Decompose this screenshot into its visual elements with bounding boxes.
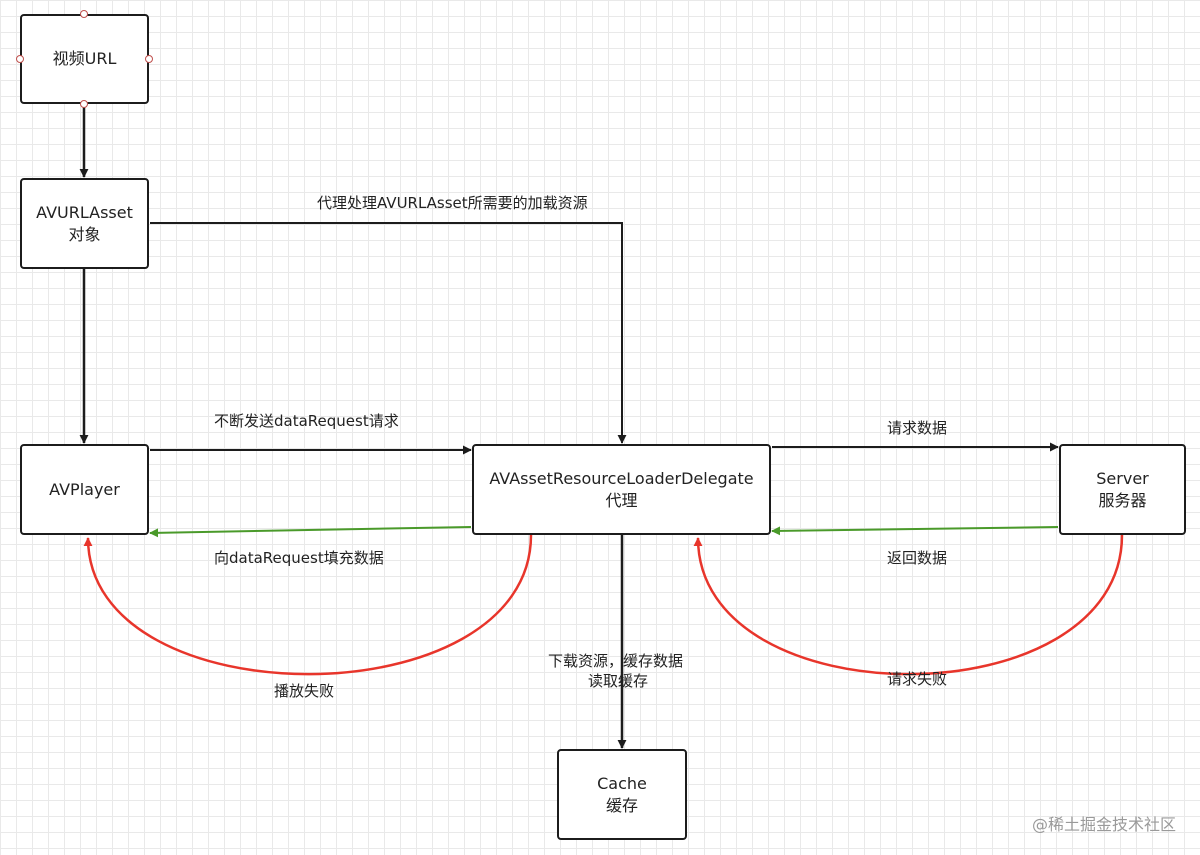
edge-label-server-to-delegate-fail: 请求失败: [887, 670, 948, 688]
node-cache[interactable]: Cache 缓存: [557, 749, 687, 840]
connection-handle-right[interactable]: [145, 55, 153, 63]
edge-label-delegate-to-cache-line2: 读取缓存: [588, 672, 649, 690]
node-avplayer-label: AVPlayer: [49, 479, 120, 499]
node-server[interactable]: Server 服务器: [1059, 444, 1186, 535]
edge-label-delegate-to-player: 向dataRequest填充数据: [214, 549, 384, 567]
node-delegate-label-line2: 代理: [605, 490, 638, 510]
connection-handle-bottom[interactable]: [80, 100, 88, 108]
edge-server-to-delegate: [771, 526, 1059, 536]
node-avurlasset-label-line1: AVURLAsset: [36, 202, 133, 222]
edge-label-player-to-delegate: 不断发送dataRequest请求: [214, 412, 399, 430]
node-video-url-label: 视频URL: [52, 49, 117, 68]
edge-label-server-to-delegate: 返回数据: [887, 549, 948, 567]
node-resource-loader-delegate[interactable]: AVAssetResourceLoaderDelegate 代理: [472, 444, 771, 535]
node-server-label-line1: Server: [1096, 468, 1149, 488]
edge-label-delegate-to-player-fail: 播放失败: [274, 682, 335, 700]
connection-handle-left[interactable]: [16, 55, 24, 63]
node-cache-label-line2: 缓存: [605, 795, 638, 815]
node-avplayer[interactable]: AVPlayer: [20, 444, 149, 535]
node-video-url[interactable]: 视频URL: [20, 14, 149, 104]
edge-asset-to-delegate: [150, 222, 627, 444]
node-avurlasset-label-line2: 对象: [68, 224, 101, 244]
edge-label-delegate-to-server: 请求数据: [887, 419, 948, 437]
edge-label-delegate-to-cache-line1: 下载资源，缓存数据: [548, 652, 684, 670]
connection-handle-top[interactable]: [80, 10, 88, 18]
node-avurlasset[interactable]: AVURLAsset 对象: [20, 178, 149, 269]
node-server-label-line2: 服务器: [1098, 490, 1147, 510]
node-cache-label-line1: Cache: [597, 773, 647, 793]
edge-server-to-delegate-fail: [693, 534, 1124, 676]
watermark: @稀土掘金技术社区: [1031, 815, 1176, 834]
edge-label-asset-to-delegate: 代理处理AVURLAsset所需要的加载资源: [317, 194, 588, 212]
node-delegate-label-line1: AVAssetResourceLoaderDelegate: [489, 468, 754, 488]
edge-delegate-to-player-fail: [83, 534, 533, 676]
edge-delegate-to-player: [149, 526, 472, 538]
